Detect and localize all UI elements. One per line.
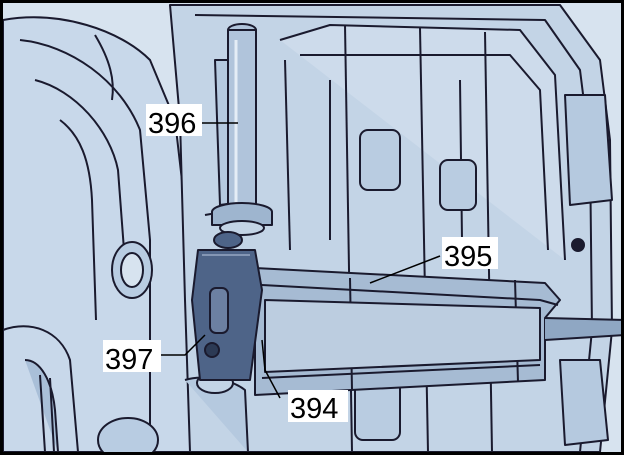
clamp-tool — [191, 231, 263, 381]
callout-397: 397 — [105, 344, 153, 376]
callout-395: 395 — [444, 241, 492, 273]
wedge-tool — [254, 267, 621, 396]
callout-396: 396 — [148, 108, 196, 140]
leader-line-397 — [160, 334, 206, 356]
leader-line-395 — [369, 255, 441, 284]
guide-pin — [211, 23, 273, 236]
callout-394: 394 — [290, 393, 338, 425]
leader-line-394 — [261, 339, 281, 399]
